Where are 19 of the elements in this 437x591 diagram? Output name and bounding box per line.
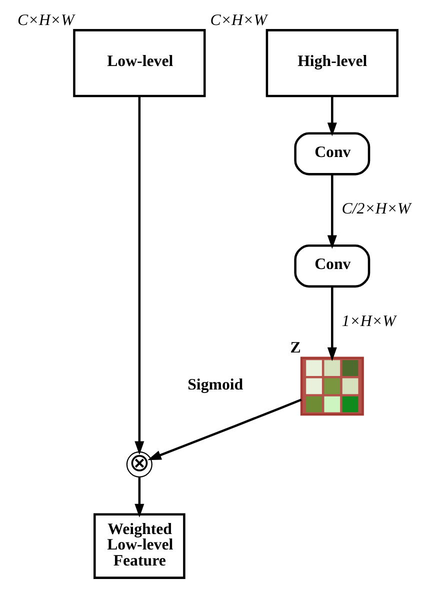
- node-box: [300, 356, 364, 416]
- edge-label: C/2×H×W: [342, 200, 411, 218]
- arrow: [134, 96, 144, 455]
- node-box: Conv: [294, 132, 370, 176]
- node-box: Conv: [294, 244, 370, 288]
- edge-label: 1×H×W: [342, 312, 396, 330]
- node-label: Z: [290, 339, 301, 356]
- arrow: [148, 398, 302, 460]
- node-label: C×H×W: [18, 12, 74, 29]
- arrow: [327, 174, 337, 249]
- node-box: Weighted Low-level Feature: [94, 513, 186, 579]
- node-box: High-level: [266, 29, 398, 98]
- node-circle: ⊗: [126, 451, 152, 478]
- node-label: C×H×W: [210, 12, 267, 29]
- node-box: Low-level: [73, 29, 206, 98]
- arrow: [134, 476, 144, 518]
- label: Sigmoid: [188, 376, 244, 394]
- arrow: [327, 96, 337, 136]
- arrow: [327, 286, 337, 362]
